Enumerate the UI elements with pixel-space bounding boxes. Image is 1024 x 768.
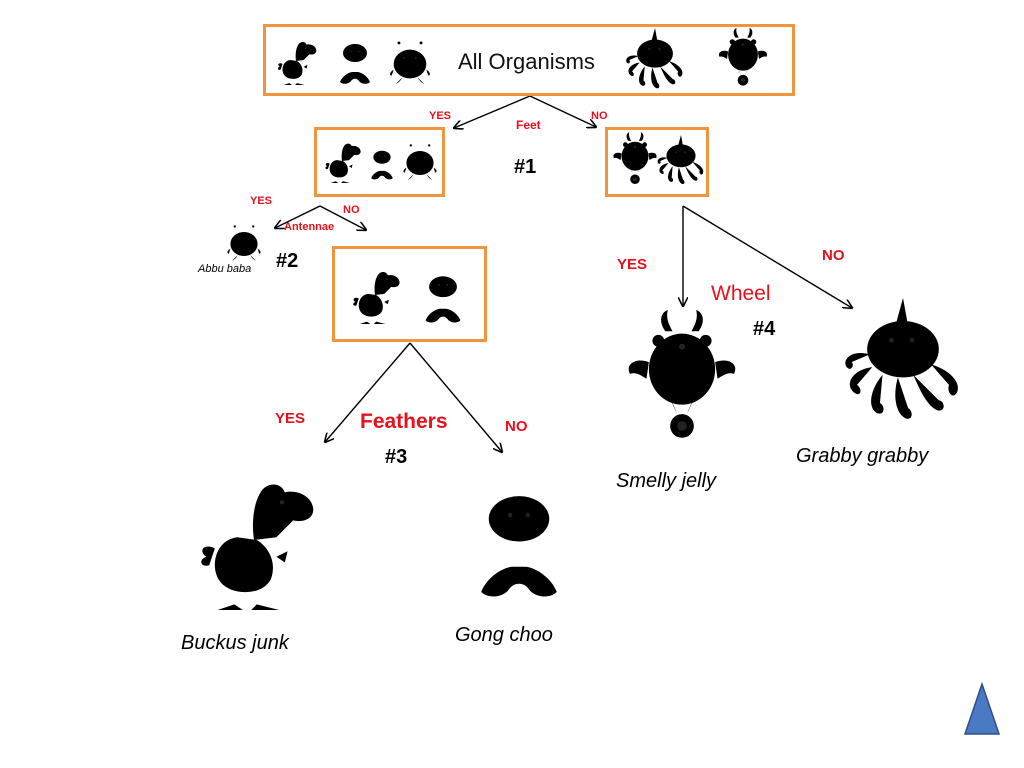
arrow-root-no (529, 95, 596, 127)
q2-no-label: NO (343, 204, 360, 216)
arrow-q3-yes (325, 342, 411, 442)
antennae-creature-icon (227, 225, 261, 261)
bird-creature-icon (201, 484, 314, 610)
q3-no-label: NO (505, 418, 528, 435)
q2-number: #2 (276, 250, 299, 272)
arrow-q2-yes (275, 205, 321, 228)
wheel-creature-icon (627, 310, 737, 438)
q3-yes-label: YES (275, 410, 306, 427)
organism-name-grabby: Grabby grabby (796, 445, 929, 467)
q1-yes-label: YES (429, 110, 452, 122)
q1-number: #1 (514, 156, 537, 178)
q4-number: #4 (753, 318, 776, 340)
bird-creature-icon (277, 41, 317, 85)
arrow-q3-no (409, 342, 502, 452)
q3-question-label: Feathers (360, 410, 448, 433)
organism-name-smelly: Smelly jelly (616, 470, 717, 492)
wheel-creature-icon (718, 28, 768, 86)
antennae-creature-icon (390, 41, 430, 85)
organism-name-abbu: Abbu baba (198, 263, 252, 275)
hairy-creature-icon (473, 478, 562, 597)
bird-creature-icon (325, 143, 361, 183)
q1-question-label: Feet (516, 118, 541, 132)
root-title: All Organisms (458, 49, 595, 74)
q3-number: #3 (385, 446, 408, 468)
hairy-creature-icon (337, 37, 372, 84)
arrow-q4-no (682, 205, 852, 308)
antennae-creature-icon (403, 144, 437, 180)
hairy-creature-icon (369, 145, 395, 180)
hairy-creature-icon (422, 268, 463, 323)
octopus-creature-icon (626, 28, 683, 89)
organism-name-gong: Gong choo (455, 624, 553, 646)
q4-yes-label: YES (617, 256, 648, 273)
feet-no-node (605, 127, 709, 197)
antennae-no-node (332, 246, 487, 342)
q2-yes-label: YES (250, 195, 273, 207)
triangle-nav-icon[interactable] (963, 682, 1001, 736)
octopus-creature-icon (657, 135, 704, 185)
q2-question-label: Antennae (284, 221, 335, 233)
bird-creature-icon (353, 272, 400, 324)
organism-name-buckus: Buckus junk (181, 632, 289, 654)
octopus-creature-icon (845, 298, 958, 419)
q1-no-label: NO (591, 110, 608, 122)
wheel-creature-icon (612, 132, 658, 185)
arrow-root-yes (454, 95, 531, 128)
arrow-q2-no (319, 205, 366, 230)
q4-no-label: NO (822, 247, 845, 264)
q4-question-label: Wheel (711, 282, 771, 305)
